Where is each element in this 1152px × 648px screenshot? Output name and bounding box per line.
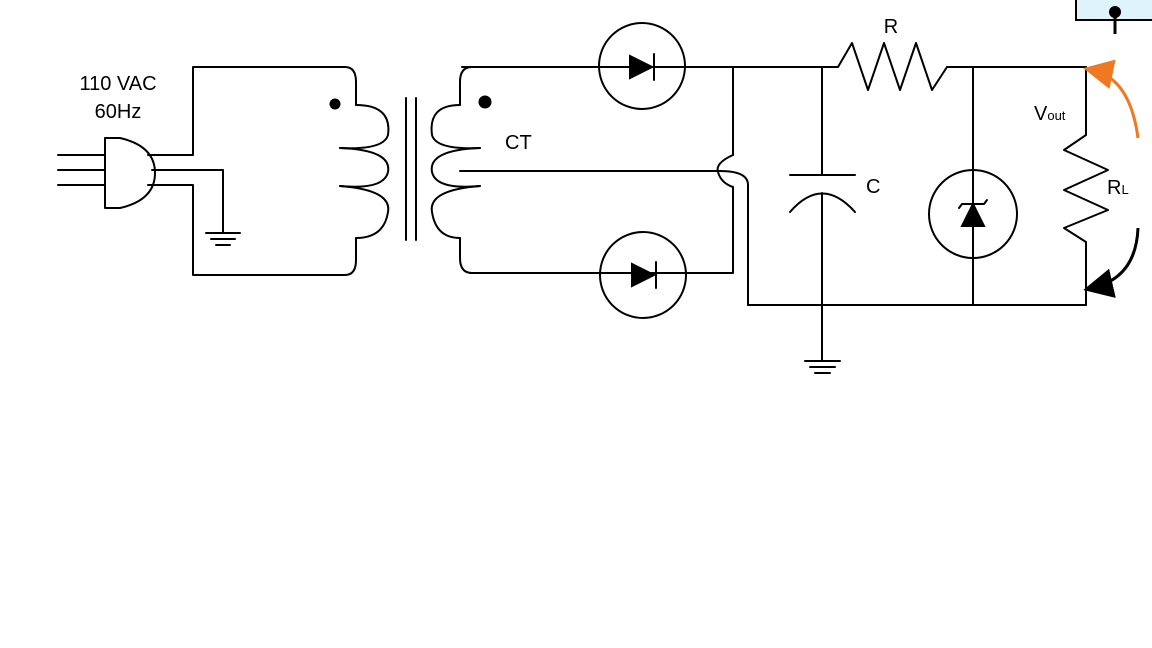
- resistor-icon: [1063, 66, 1109, 306]
- resistor-icon: [837, 42, 948, 91]
- ground-icon: [205, 232, 241, 246]
- transformer-icon: [329, 66, 726, 276]
- load-resistor-label: RL: [1107, 177, 1129, 199]
- diode-icon: [599, 231, 687, 319]
- probe-icon: [1075, 0, 1152, 34]
- zener-diode-icon: [928, 66, 1018, 306]
- vout-label: Vout: [1034, 103, 1066, 125]
- resistor-label: R: [884, 16, 898, 38]
- vout-main: V: [1034, 103, 1048, 125]
- load-sub: L: [1121, 182, 1128, 197]
- capacitor-label: C: [866, 176, 880, 198]
- transformer-label: CT: [505, 132, 532, 154]
- output-arrow-top: [1083, 59, 1140, 139]
- capacitor-icon: [789, 66, 856, 361]
- diode-icon: [598, 22, 686, 110]
- vout-sub: out: [1047, 108, 1065, 123]
- load-main: R: [1107, 177, 1121, 199]
- ac-plug-icon: [57, 137, 156, 209]
- source-frequency-label: 60Hz: [95, 101, 142, 123]
- output-arrow-bottom: [1083, 227, 1140, 298]
- ground-icon: [804, 360, 841, 374]
- source-voltage-label: 110 VAC: [79, 73, 156, 95]
